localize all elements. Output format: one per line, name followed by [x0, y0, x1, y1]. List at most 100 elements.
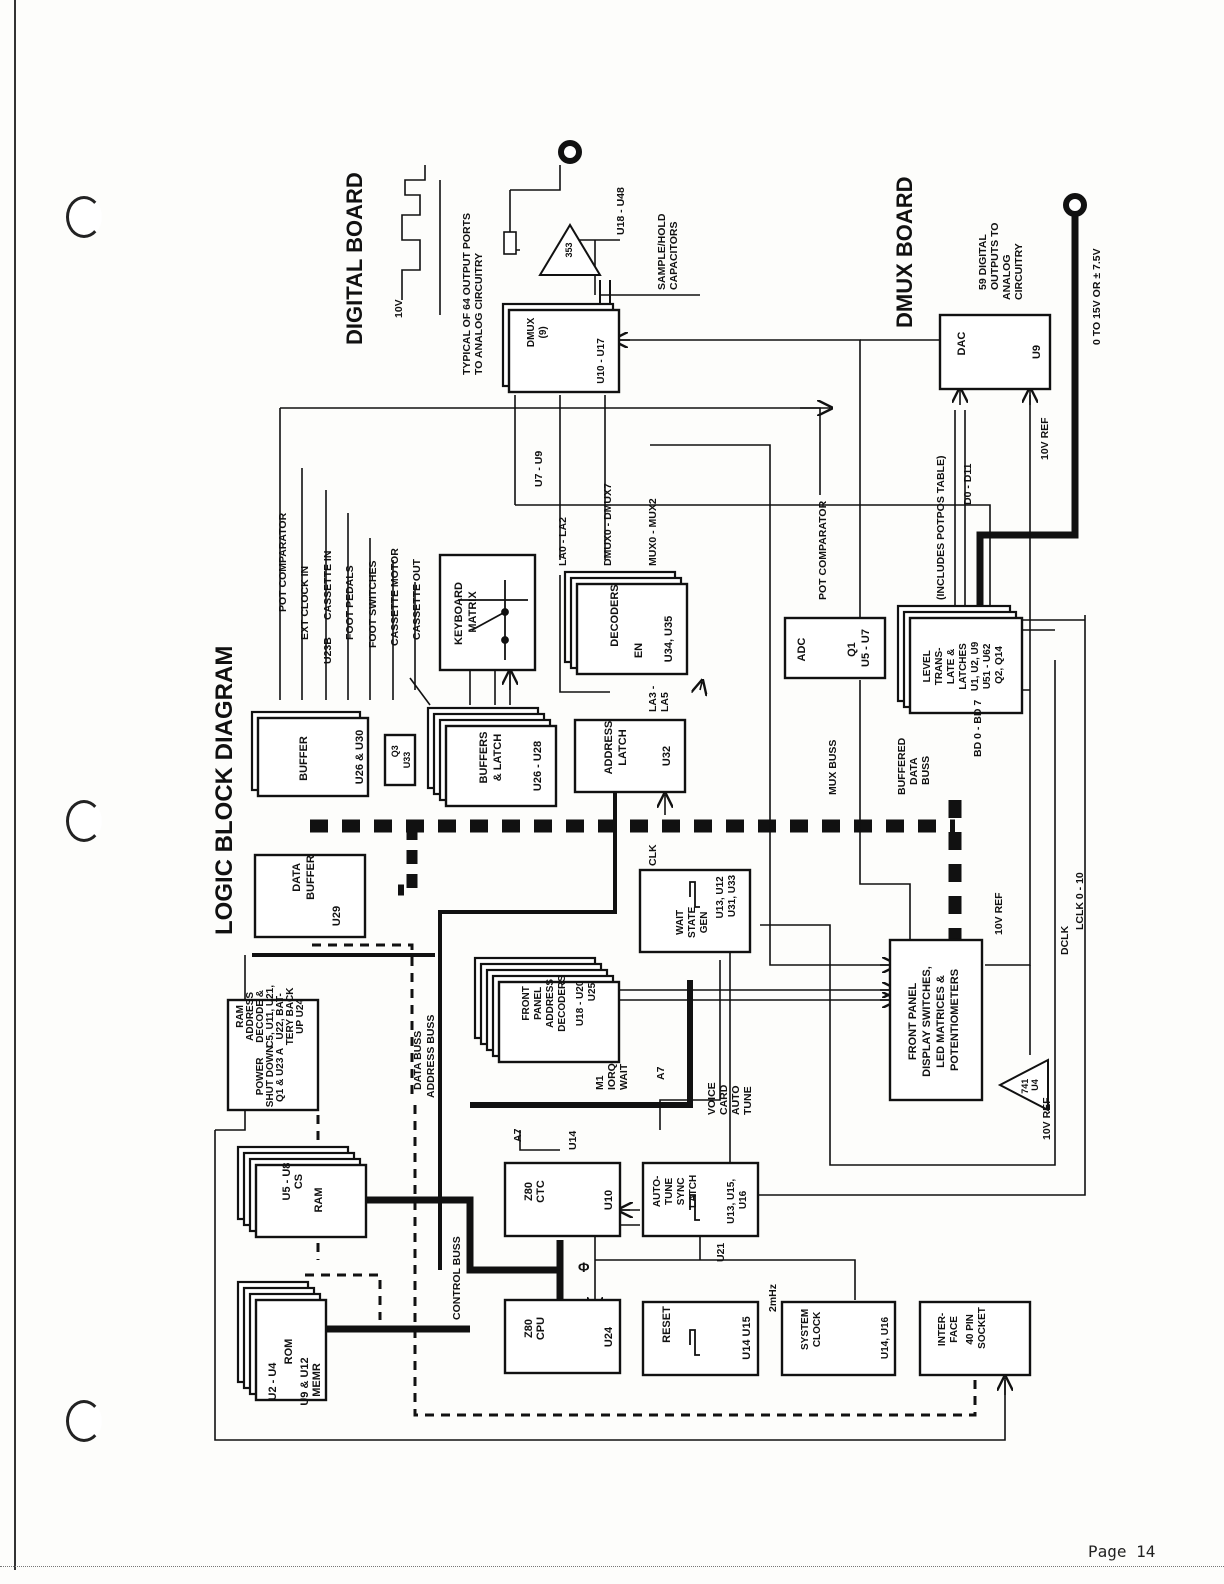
title-dmux-board: DMUX BOARD — [892, 176, 917, 328]
svg-text:VOICE CARD AUTO: VOICE CARD AUTO TUNE — [706, 1079, 754, 1115]
wait-state-2: STATE — [687, 906, 698, 938]
ram-line-3: RAM — [313, 1187, 325, 1212]
sig-outputs-2: OUTPUTS TO — [989, 223, 1001, 290]
dmux-output-terminal-icon — [1063, 193, 1087, 217]
sig-outputs-4: CIRCUITRY — [1013, 243, 1025, 300]
sig-address-buss: ADDRESS BUSS — [425, 1015, 437, 1098]
staircase-waveform-icon — [401, 165, 426, 300]
sig-dmux0-7: DMUX0 - DMUX7 — [602, 483, 614, 566]
svg-text:ADDRESS LATCH U32: ADDRESS LATCH U32 — [603, 718, 673, 775]
svg-text:BUFFERED DATA BUSS: BUFFERED DATA BUSS — [896, 735, 932, 795]
reset-2: U14 U15 — [741, 1316, 753, 1359]
svg-text:INTER- FACE 40 PIN: INTER- FACE 40 PIN SOCKET — [937, 1307, 988, 1349]
punch-hole-bottom — [66, 1400, 102, 1442]
svg-text:741 U4: 741 U4 — [1020, 1076, 1040, 1094]
sig-m1: M1 — [594, 1075, 606, 1090]
opamp-353 — [503, 223, 611, 305]
q3-1: Q3 — [390, 745, 400, 757]
ram-decode-5: U22, BAT- — [275, 993, 286, 1040]
svg-text:Q3 U33: Q3 U33 — [390, 743, 412, 769]
sig-la5: LA5 — [659, 692, 671, 712]
opamp353-label: 353 — [564, 242, 574, 257]
rom-line-1: U2 - U4 — [267, 1362, 279, 1401]
interface-block — [918, 1300, 1032, 1377]
buffer-1: BUFFER — [298, 736, 310, 781]
autotune-2: TUNE — [664, 1177, 675, 1205]
sig-pot-comparator: POT COMPARATOR — [277, 512, 289, 612]
sig-mux0-2: MUX0 - MUX2 — [647, 498, 659, 566]
buffers-latch-3: U26 - U28 — [532, 741, 544, 791]
sig-voice-3: AUTO — [730, 1085, 742, 1115]
svg-text:FRONT PANEL DISPLAY SWIT: FRONT PANEL DISPLAY SWITCHES, LED MATRIC… — [907, 963, 961, 1077]
sig-cassette-out: CASSETTE OUT — [411, 558, 423, 640]
level-translate-block — [908, 616, 1024, 715]
interface-4: SOCKET — [977, 1307, 988, 1349]
decoders-2: EN — [633, 643, 645, 658]
decoders-block — [575, 582, 689, 676]
adc-block — [783, 616, 887, 680]
data-buffer-2: BUFFER — [305, 855, 317, 900]
sig-cassette-motor: CASSETTE MOTOR — [389, 548, 401, 646]
cpu-3: U24 — [603, 1326, 615, 1347]
ctc-2: CTC — [535, 1180, 547, 1203]
ram-decode-10: Q1 & U23 A — [275, 1048, 286, 1102]
sig-voice-1: VOICE — [706, 1082, 718, 1115]
keyboard-2: MATRIX — [467, 591, 479, 633]
sig-u14: U14 — [567, 1131, 579, 1150]
keyboard-1: KEYBOARD — [453, 582, 465, 645]
sig-output-range: 0 TO 15V OR ± 7.5V — [1091, 248, 1103, 345]
ram-decode-4: C5, U11, U21, — [265, 985, 276, 1048]
decoders-1: DECODERS — [609, 584, 621, 646]
sig-voice-2: CARD — [718, 1084, 730, 1115]
data-buffer-3: U29 — [331, 906, 343, 926]
level-2: TRANS- — [934, 648, 945, 686]
dmux-block — [507, 308, 621, 394]
sig-includes-potpos: (INCLUDES POTPOS TABLE) — [935, 456, 947, 600]
svg-text:WAIT STATE GEN: WAIT STATE GEN U13, U12 U31, U33 — [675, 873, 738, 938]
rom-line-3: U9 & U12 — [299, 1357, 311, 1405]
autotune-5: U13, U15, — [726, 1179, 737, 1224]
buffers-latch-1: BUFFERS — [478, 732, 490, 784]
reset-1: RESET — [661, 1306, 673, 1343]
rom-line-2: ROM — [283, 1339, 295, 1365]
svg-text:DMUX (9) U10 - U17: DMUX (9) U10 - U17 — [526, 315, 607, 384]
title-digital-board: DIGITAL BOARD — [342, 172, 367, 345]
sig-u7-u9: U7 - U9 — [533, 451, 545, 487]
svg-text:TYPICAL OF 64 OUTPUT PORTS: TYPICAL OF 64 OUTPUT PORTS TO ANALOG CIR… — [461, 210, 485, 375]
sig-buffered-3: BUSS — [920, 756, 932, 785]
sig-bd0-bd7: BD 0 - BD 7 — [972, 700, 984, 757]
level-3: LATE & — [946, 649, 957, 684]
ram-decode-1: RAM — [235, 1005, 246, 1028]
svg-text:RESET U14 U15: RESET U14 U15 — [661, 1303, 753, 1360]
level-6: U51 - U62 — [982, 643, 993, 689]
wait-state-1: WAIT — [675, 910, 686, 935]
sig-a7-2: A7 — [512, 1128, 524, 1142]
autotune-1: AUTO- — [652, 1176, 663, 1207]
sig-control-buss: CONTROL BUSS — [451, 1236, 463, 1320]
page-left-edge — [14, 0, 16, 1570]
sig-a7-1: A7 — [655, 1066, 667, 1080]
sig-10v-ref-3: 10V REF — [1041, 1097, 1053, 1140]
svg-text:Z80 CPU U24: Z80 CPU U24 — [523, 1314, 615, 1347]
ram-block — [254, 1163, 368, 1239]
sig-typical-1: TYPICAL OF 64 OUTPUT PORTS — [461, 213, 473, 375]
decoders-3: U34, U35 — [663, 616, 675, 662]
data-buffer-1: DATA — [291, 863, 303, 892]
dmux-2: (9) — [538, 326, 549, 338]
autotune-6: U16 — [738, 1190, 749, 1209]
output-terminal-icon — [558, 140, 582, 164]
sig-foot-switches: FOOT SWITCHES — [367, 561, 379, 649]
autotune-3: SYNC — [676, 1177, 687, 1205]
z80-ctc-block — [503, 1161, 622, 1238]
svg-text:LA3 - LA5: LA3 - LA5 — [647, 683, 671, 712]
level-5: U1, U2, U9 — [970, 641, 981, 691]
schmitt-trigger-icons — [689, 881, 700, 1356]
ram-decode-9: SHUT DOWN — [265, 1046, 276, 1108]
ram-decode-8: POWER — [255, 1057, 266, 1096]
keyboard-switch-symbol — [458, 580, 528, 660]
system-clock-block — [780, 1300, 897, 1377]
sig-lclk: LCLK 0 - 10 — [1074, 872, 1086, 930]
sig-u18-u48: U18 - U48 — [615, 187, 627, 235]
svg-text:BUFFERS & LATCH U2: BUFFERS & LATCH U26 - U28 — [478, 728, 544, 791]
